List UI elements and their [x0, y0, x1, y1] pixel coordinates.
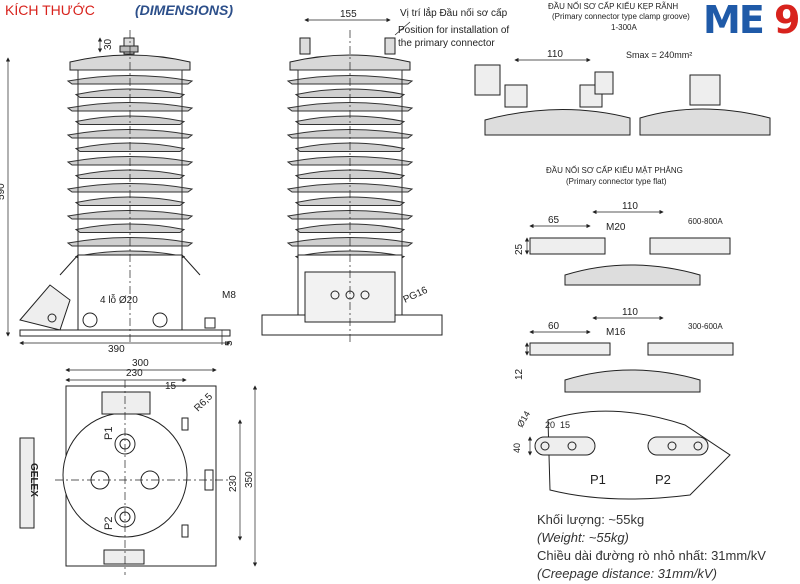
dim-230-side: 230	[228, 475, 239, 492]
flat-connector-c	[527, 410, 731, 500]
dim-350: 350	[244, 471, 255, 488]
flat-c-20: 20	[545, 420, 555, 430]
flat-b-12: 12	[514, 368, 525, 380]
header-title-en: (DIMENSIONS)	[135, 2, 233, 18]
front-view	[5, 30, 231, 346]
groove-dim-110: 110	[547, 49, 563, 60]
flat-c-p2: P2	[655, 472, 671, 487]
creepage-en: (Creepage distance: 31mm/kV)	[537, 566, 717, 581]
flat-subtitle: (Primary connector type flat)	[566, 177, 667, 186]
weight-en: (Weight: ~55kg)	[537, 530, 629, 545]
groove-subtitle: (Primary connector type clamp groove)	[552, 12, 690, 21]
label-p1: P1	[103, 427, 115, 440]
insulator-shed	[66, 210, 194, 220]
flat-c-p1: P1	[590, 472, 606, 487]
groove-title: ĐẦU NỐI SƠ CẤP KIỂU KẸP RÃNH	[548, 1, 678, 11]
insulator-shed	[74, 115, 186, 125]
brand-plate: GELEX	[28, 463, 39, 497]
dim-300: 300	[132, 358, 149, 369]
dim-155: 155	[340, 9, 357, 20]
insulator-shed	[66, 183, 194, 193]
weight-vi: Khối lượng: ~55kg	[537, 512, 645, 527]
flat-c-15: 15	[560, 420, 570, 430]
logo-me: ME	[703, 0, 765, 42]
label-p2: P2	[103, 517, 115, 530]
dim-5: 5	[224, 340, 235, 346]
dim-390: 390	[108, 344, 125, 355]
insulator-shed	[286, 210, 414, 220]
creepage-vi: Chiều dài đường rò nhỏ nhất: 31mm/kV	[537, 548, 766, 563]
top-view	[19, 367, 258, 575]
flat-a-65: 65	[548, 215, 560, 226]
groove-range: 1-300A	[611, 23, 637, 32]
side-view	[261, 17, 443, 345]
callout-line-3: the primary connector	[398, 38, 495, 49]
dim-holes: 4 lỗ Ø20	[100, 293, 138, 306]
flat-a-110: 110	[622, 201, 638, 212]
callout-line-1: Vị trí lắp Đầu nối sơ cấp	[400, 6, 508, 19]
callout-line-2: Position for installation of	[398, 25, 509, 36]
flat-title: ĐẦU NỐI SƠ CẤP KIỂU MẶT PHẲNG	[546, 165, 683, 175]
groove-smax: Smax = 240mm²	[626, 50, 692, 60]
header-title-vi: KÍCH THƯỚC	[5, 2, 95, 18]
insulator-shed	[286, 183, 414, 193]
dim-pg16: PG16	[402, 285, 430, 306]
insulator-shed	[294, 115, 406, 125]
insulator-shed	[294, 88, 406, 98]
logo-nine: 9	[774, 0, 800, 42]
dim-15: 15	[165, 381, 177, 392]
flat-b-m16: M16	[606, 327, 626, 338]
flat-a-m20: M20	[606, 222, 626, 233]
dim-30: 30	[103, 38, 114, 50]
flat-connector-b	[524, 315, 734, 393]
flat-b-110: 110	[622, 307, 638, 318]
flat-a-range: 600-800A	[688, 217, 723, 226]
flat-a-25: 25	[514, 243, 525, 255]
insulator-shed	[74, 88, 186, 98]
me9-logo: ME 9	[703, 0, 800, 42]
flat-b-60: 60	[548, 321, 560, 332]
flat-c-hole: Ø14	[515, 409, 532, 429]
flat-connector-a	[524, 209, 731, 286]
flat-b-range: 300-600A	[688, 322, 723, 331]
dim-590: 590	[0, 183, 7, 200]
flat-c-40: 40	[512, 443, 522, 453]
dim-m8: M8	[222, 290, 236, 301]
groove-connector-drawing	[474, 57, 771, 136]
dim-230-top: 230	[126, 368, 143, 379]
